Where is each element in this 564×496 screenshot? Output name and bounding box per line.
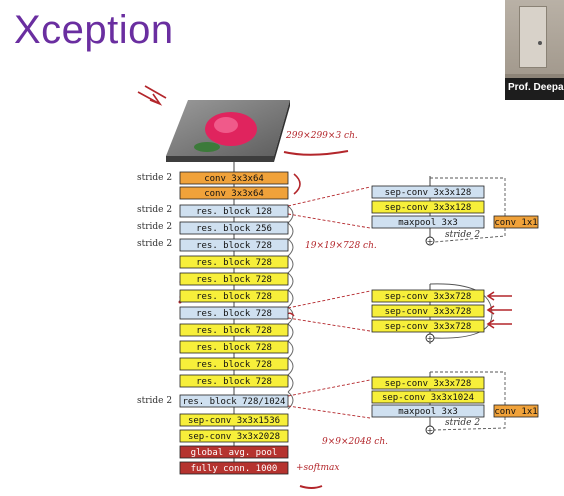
detail-layer-label: sep-conv 3x3x128 — [385, 188, 472, 198]
input-size-annotation: 299×299×3 ch. — [285, 131, 358, 141]
detail-layer-label: sep-conv 3x3x128 — [385, 203, 472, 213]
layer-sep-conv: sep-conv 3x3x2028 — [179, 429, 289, 443]
detail-block-entry: sep-conv 3x3x128 sep-conv 3x3x128 maxpoo… — [371, 176, 539, 246]
layer-res-block: res. block 728 — [179, 374, 289, 388]
webcam-caption-bar: Prof. Deepa — [505, 78, 564, 100]
final-size-annotation: 9×9×2048 ch. — [322, 437, 388, 447]
layer-res-block: res. block 728 — [179, 272, 289, 286]
detail-layer-label: maxpool 3x3 — [398, 407, 458, 417]
layer-label: res. block 728 — [196, 275, 272, 285]
add-operator-icon — [425, 333, 435, 343]
skip-connection-arcs — [287, 205, 294, 410]
stride-label: stride 2 — [445, 230, 480, 240]
detail-layer-label: conv 1x1 — [494, 218, 537, 228]
layer-res-block: res. block 728 — [179, 238, 289, 252]
layer-label: global avg. pool — [191, 448, 278, 458]
detail-layer-label: sep-conv 3x3x728 — [385, 322, 472, 332]
layer-label: sep-conv 3x3x1536 — [188, 416, 280, 426]
slide-title: Xception — [14, 8, 174, 52]
layer-conv: conv 3x3x64 — [179, 171, 289, 185]
layer-res-block: res. block 728 — [179, 357, 289, 371]
stride-label: stride 2 — [137, 205, 172, 215]
layer-label: conv 3x3x64 — [204, 174, 264, 184]
underline-mark — [299, 485, 323, 489]
detail-block-middle: sep-conv 3x3x728 sep-conv 3x3x728 sep-co… — [371, 283, 512, 344]
add-operator-icon — [425, 236, 435, 246]
layer-res-block: res. block 728 — [179, 323, 289, 337]
stride-label: stride 2 — [137, 396, 172, 406]
layer-label: sep-conv 3x3x2028 — [188, 432, 280, 442]
layer-conv: conv 3x3x64 — [179, 186, 289, 200]
layer-res-block: res. block 728/1024 — [179, 394, 289, 408]
stride-label: stride 2 — [137, 239, 172, 249]
layer-label: fully conn. 1000 — [191, 464, 278, 474]
layer-label: res. block 728 — [196, 292, 272, 302]
layer-label: res. block 728 — [196, 258, 272, 268]
handwritten-arrow-icon — [137, 85, 167, 106]
input-image — [166, 100, 290, 162]
layer-label: res. block 728/1024 — [183, 397, 286, 407]
mid-size-annotation: 19×19×728 ch. — [305, 241, 377, 251]
layer-label: res. block 128 — [196, 207, 272, 217]
layer-pool: global avg. pool — [179, 445, 289, 459]
stride-label: stride 2 — [445, 418, 480, 428]
layer-label: res. block 728 — [196, 309, 272, 319]
layer-res-block: res. block 728 — [179, 340, 289, 354]
layer-res-block: res. block 128 — [179, 204, 289, 218]
layer-label: res. block 728 — [196, 326, 272, 336]
layer-res-block: res. block 728 — [179, 255, 289, 269]
stride-label: stride 2 — [137, 222, 172, 232]
add-operator-icon — [425, 425, 435, 435]
layer-label: res. block 728 — [196, 343, 272, 353]
layer-label: conv 3x3x64 — [204, 189, 264, 199]
presenter-name: Prof. Deepa — [508, 82, 564, 93]
layer-res-block: res. block 728 — [179, 289, 289, 303]
webcam-video-tile[interactable]: Prof. Deepa — [505, 0, 564, 100]
underline-mark — [283, 150, 349, 156]
detail-layer-label: conv 1x1 — [494, 407, 537, 417]
detail-layer-label: maxpool 3x3 — [398, 218, 458, 228]
detail-layer-label: sep-conv 3x3x1024 — [382, 393, 474, 403]
detail-layer-label: sep-conv 3x3x728 — [385, 292, 472, 302]
layer-label: res. block 728 — [196, 377, 272, 387]
layer-label: res. block 728 — [196, 241, 272, 251]
detail-layer-label: sep-conv 3x3x728 — [385, 307, 472, 317]
handwritten-arrow-icon — [486, 291, 512, 329]
layer-fc: fully conn. 1000 — [179, 461, 289, 475]
svg-text:+: + — [427, 237, 434, 246]
zoom-dashed-lines — [287, 186, 371, 419]
layer-sep-conv: sep-conv 3x3x1536 — [179, 413, 289, 427]
detail-block-exit: sep-conv 3x3x728 sep-conv 3x3x1024 maxpo… — [371, 371, 539, 435]
webcam-door — [519, 6, 547, 68]
layer-res-block: res. block 728 — [179, 306, 289, 320]
svg-text:+: + — [427, 334, 434, 343]
main-layer-stack: conv 3x3x64 conv 3x3x64 res. block 128 r… — [179, 171, 289, 475]
softmax-annotation: +softmax — [296, 463, 340, 473]
bracket-mark — [293, 173, 301, 195]
layer-res-block: res. block 256 — [179, 221, 289, 235]
layer-label: res. block 728 — [196, 360, 272, 370]
svg-text:+: + — [427, 426, 434, 435]
detail-layer-label: sep-conv 3x3x728 — [385, 379, 472, 389]
stride-label: stride 2 — [137, 173, 172, 183]
layer-label: res. block 256 — [196, 224, 272, 234]
